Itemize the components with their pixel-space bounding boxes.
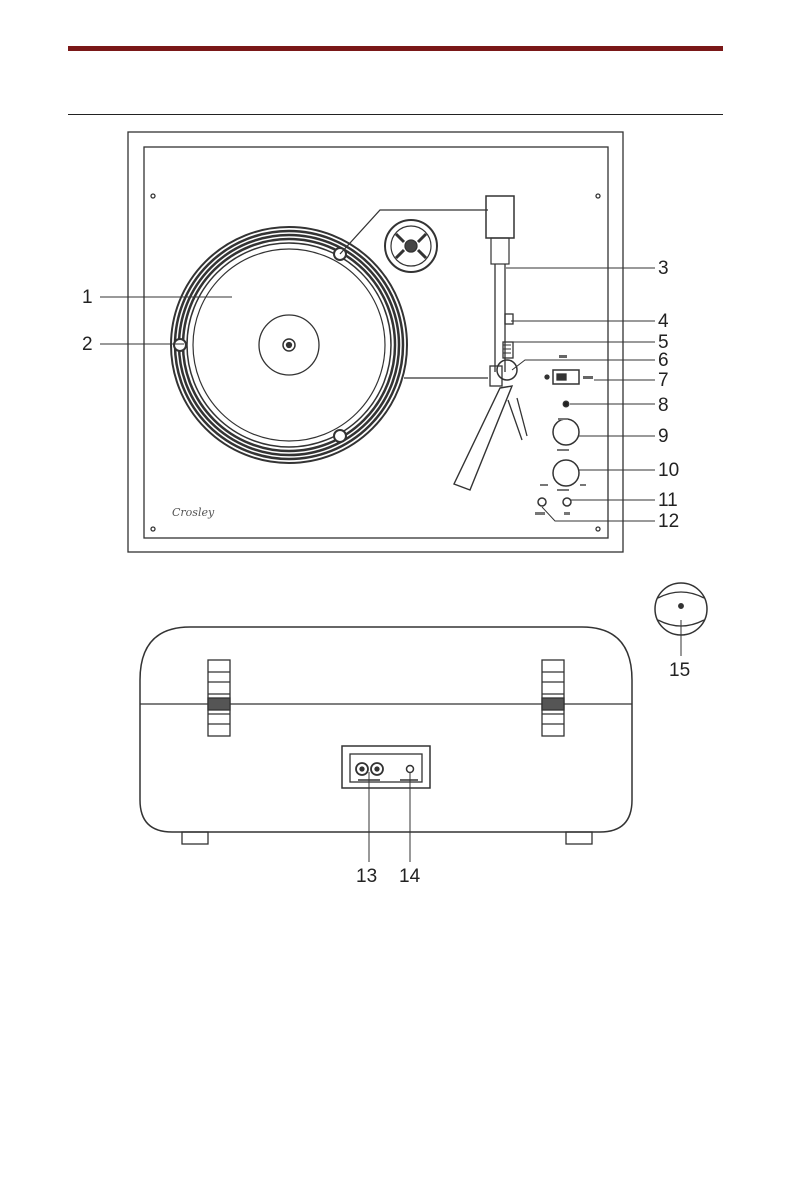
callout-10: 10	[658, 460, 679, 481]
callout-9: 9	[658, 426, 669, 447]
platter-mount	[174, 339, 186, 351]
screw	[151, 527, 155, 531]
foot	[566, 832, 592, 844]
callout-13: 13	[356, 866, 377, 887]
speed-marking	[559, 355, 567, 358]
jack-marking	[535, 512, 545, 515]
aux-in-jack	[538, 498, 546, 506]
jack-marking	[564, 512, 570, 515]
power-indicator	[563, 401, 569, 407]
screw	[596, 194, 600, 198]
speed-marking	[583, 376, 593, 379]
callout-14: 14	[399, 866, 421, 887]
callout-4: 4	[658, 311, 669, 332]
knob-marking	[558, 418, 568, 420]
callout-11: 11	[658, 490, 678, 511]
dc-input-jack	[407, 766, 414, 773]
rear-view-case	[140, 627, 632, 844]
volume-knob	[553, 419, 579, 445]
callout-2: 2	[82, 334, 93, 355]
callout-3: 3	[658, 258, 669, 279]
callout-6: 6	[658, 350, 669, 371]
callout-12: 12	[658, 511, 679, 532]
screw	[596, 527, 600, 531]
callout-8: 8	[658, 395, 669, 416]
45-rpm-adapter	[655, 583, 707, 656]
screw	[151, 194, 155, 198]
foot	[182, 832, 208, 844]
knob-marking	[580, 484, 586, 486]
speed-selector	[545, 370, 579, 384]
callout-7: 7	[658, 370, 669, 391]
knob-marking	[557, 489, 569, 491]
knob-marking	[557, 449, 569, 451]
headphone-jack	[563, 498, 571, 506]
brand-logo: Crosley	[172, 506, 215, 519]
spindle-center	[287, 343, 292, 348]
adapter-holder	[385, 220, 437, 272]
platter-mount	[334, 430, 346, 442]
callout-15: 15	[669, 660, 690, 681]
tonearm	[454, 196, 527, 490]
leader-line	[512, 360, 655, 370]
callout-1: 1	[82, 287, 93, 308]
power-knob	[553, 460, 579, 486]
knob-marking	[540, 484, 548, 486]
leader-line	[542, 507, 655, 521]
arm-rest	[505, 314, 513, 324]
auto-stop-switch	[497, 360, 517, 380]
